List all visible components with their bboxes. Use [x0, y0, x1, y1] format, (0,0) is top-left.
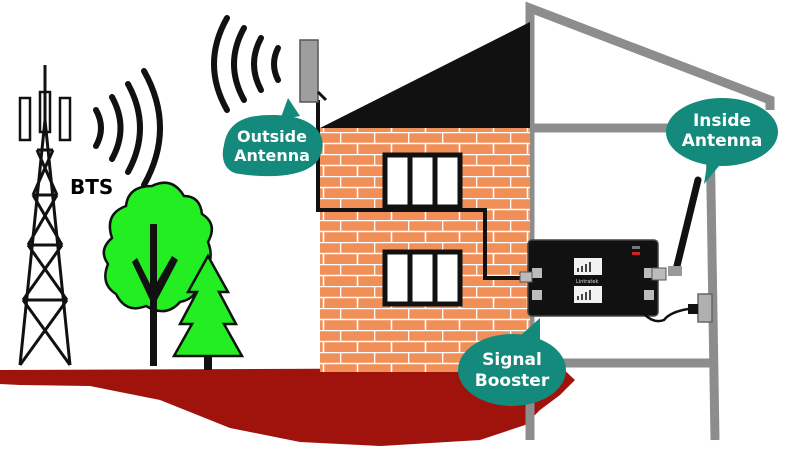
booster-brand: Lintratek — [576, 279, 598, 285]
antenna-cable — [316, 100, 535, 280]
cell-tower-icon — [18, 65, 72, 366]
pine-tree-icon — [171, 253, 245, 370]
house-roof — [320, 22, 530, 128]
power-plug-icon — [643, 293, 713, 323]
signal-booster-device: Lintratek — [519, 239, 667, 317]
outside-antenna-label-line2: Antenna — [234, 146, 310, 165]
ground — [0, 366, 575, 446]
antenna-icon — [299, 39, 328, 103]
inside-antenna-label-line1: Inside — [693, 111, 751, 131]
antenna-icon — [668, 176, 702, 276]
signal-booster-bubble: Signal Booster — [458, 318, 566, 406]
signal-wave-icon — [211, 15, 281, 113]
bts-label: BTS — [70, 175, 113, 199]
window-upper — [382, 152, 463, 210]
signal-booster-label-line2: Booster — [475, 371, 550, 391]
inside-antenna-label-line2: Antenna — [682, 131, 763, 151]
outside-antenna-label-line1: Outside — [237, 127, 307, 146]
inside-antenna-bubble: Inside Antenna — [666, 98, 778, 184]
outside-antenna-bubble: Outside Antenna — [222, 98, 323, 177]
signal-wave-icon — [93, 68, 163, 188]
signal-booster-label-line1: Signal — [482, 350, 542, 370]
window-lower — [382, 249, 463, 307]
